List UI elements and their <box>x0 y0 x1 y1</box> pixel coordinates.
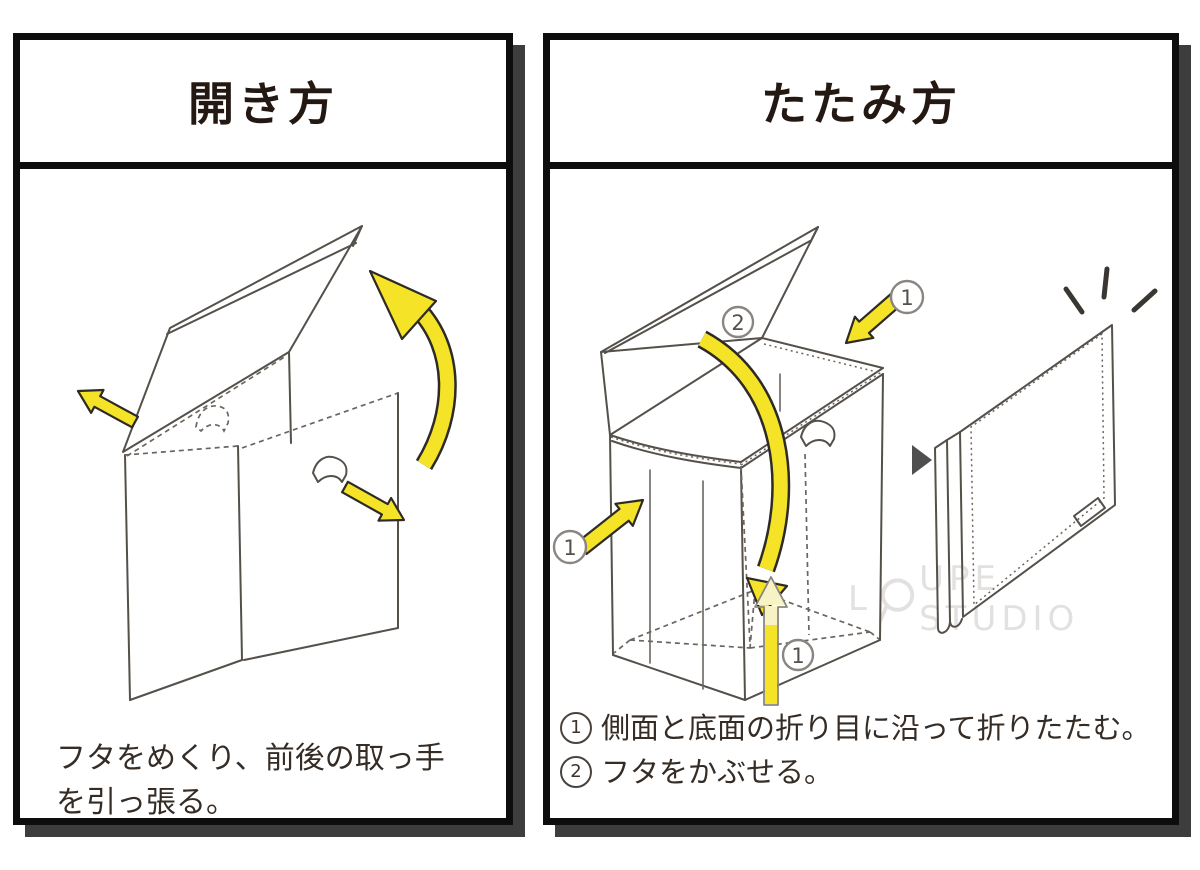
panel-open-title: 開き方 <box>188 77 338 131</box>
sparkle-lines <box>1063 266 1158 315</box>
collapsed-box-body <box>124 351 399 701</box>
watermark-suffix: UPE STUDIO <box>919 559 1080 639</box>
front-handle-hole <box>312 455 348 483</box>
step-2-text: フタをかぶせる。 <box>601 755 834 789</box>
lid-cover-curved-arrow <box>697 330 791 617</box>
step-1-number: 1 <box>560 712 592 744</box>
box-lid-open <box>122 225 363 453</box>
panel-how-to-open: 開き方 <box>13 33 513 825</box>
lid-flip-curved-arrow <box>368 269 457 470</box>
step1-badge-top: 1 <box>889 279 925 315</box>
open-caption: フタをめくり、前後の取っ手 を引っ張る。 <box>56 741 445 820</box>
svg-text:2: 2 <box>731 311 744 335</box>
step1-badge-left: 1 <box>552 529 588 565</box>
magnifier-icon <box>878 578 915 622</box>
folded-flat-box <box>934 266 1158 634</box>
panel-open-body: フタをめくり、前後の取っ手 を引っ張る。 <box>20 169 506 820</box>
tab-detail <box>1073 497 1106 527</box>
open-box-body <box>609 337 884 701</box>
panel-how-to-fold: たたみ方 L UPE STUDIO <box>543 33 1179 825</box>
panel-fold-body: L UPE STUDIO <box>550 169 1172 818</box>
push-bottom-up-arrow <box>754 576 788 706</box>
panel-open-header: 開き方 <box>20 40 506 169</box>
back-handle-hole <box>195 405 230 433</box>
open-box-diagram <box>76 225 457 701</box>
fold-box-diagram: 1 1 1 2 <box>552 226 1158 706</box>
side-handle-hole <box>800 419 836 447</box>
step1-badge-bottom: 1 <box>781 638 815 672</box>
pull-back-arrow <box>76 388 140 429</box>
step-1-text: 側面と底面の折り目に沿って折りたたむ。 <box>601 711 1151 745</box>
watermark-prefix: L <box>848 579 872 619</box>
fold-step-1: 1 側面と底面の折り目に沿って折りたたむ。 <box>560 706 1151 750</box>
bottom-fold-creases <box>613 465 880 654</box>
pull-front-arrow <box>341 480 406 522</box>
svg-text:1: 1 <box>791 644 804 668</box>
svg-text:1: 1 <box>900 286 913 310</box>
step2-badge: 2 <box>721 305 755 339</box>
result-arrow-icon <box>912 445 932 475</box>
box-lid-open <box>600 226 819 436</box>
panel-fold-header: たたみ方 <box>550 40 1172 169</box>
panel-fold-title: たたみ方 <box>761 77 961 131</box>
step-2-number: 2 <box>560 756 592 788</box>
watermark-loupe-studio: L UPE STUDIO <box>848 559 1172 639</box>
fold-caption: 1 側面と底面の折り目に沿って折りたたむ。 2 フタをかぶせる。 <box>560 706 1151 794</box>
svg-text:1: 1 <box>563 536 576 560</box>
fold-step-2: 2 フタをかぶせる。 <box>560 750 1151 794</box>
